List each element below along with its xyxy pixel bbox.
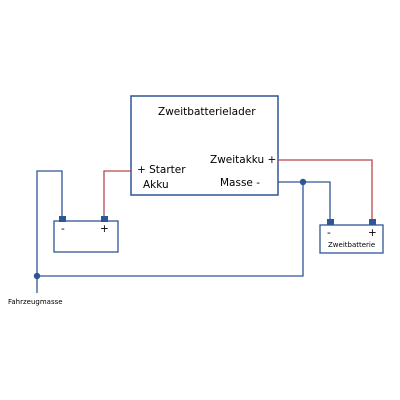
second-battery-label: Zweitbatterie: [328, 241, 375, 249]
wire-starter-positive: [103, 170, 131, 216]
vehicle-ground-label: Fahrzeugmasse: [8, 298, 63, 306]
second-battery-minus-terminal: [327, 219, 334, 225]
starter-battery: [53, 220, 119, 253]
wire-second-negative: [303, 181, 331, 219]
junction-masse-right: [299, 178, 307, 186]
starter-battery-plus-label: +: [100, 223, 109, 235]
starter-battery-minus-terminal: [59, 216, 66, 222]
port-akku-label: Akku: [143, 179, 169, 191]
second-battery-plus-terminal: [369, 219, 376, 225]
port-zweitakku-label: Zweitakku +: [210, 154, 276, 166]
charger-title: Zweitbatterielader: [158, 106, 256, 118]
second-battery: [319, 224, 384, 254]
junction-ground-left: [33, 272, 41, 280]
wire-starter-negative: [36, 170, 63, 293]
starter-battery-plus-terminal: [101, 216, 108, 222]
port-starter-label: + Starter: [137, 164, 186, 176]
charger-box: [130, 95, 279, 196]
wire-vehicle-ground: [37, 181, 304, 277]
port-masse-label: Masse -: [220, 177, 260, 189]
second-battery-minus-label: -: [327, 227, 331, 239]
second-battery-plus-label: +: [368, 227, 377, 239]
wire-second-positive: [278, 159, 373, 219]
starter-battery-minus-label: -: [61, 223, 65, 235]
